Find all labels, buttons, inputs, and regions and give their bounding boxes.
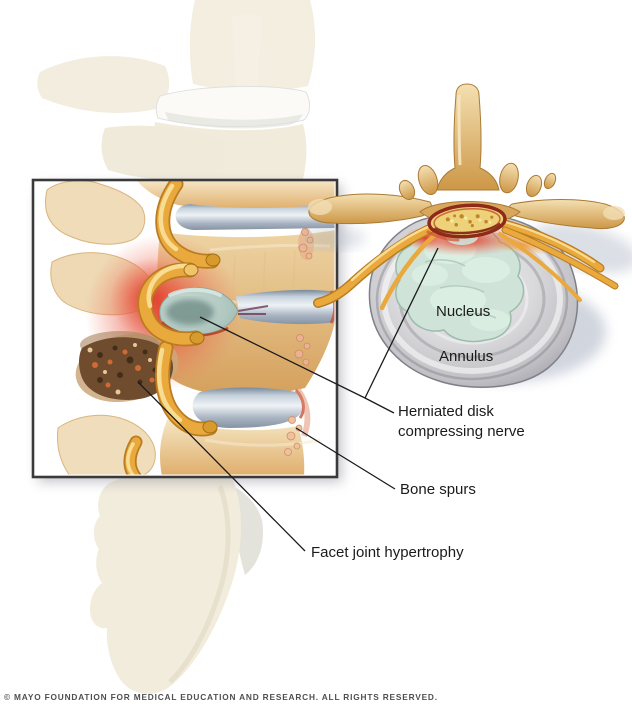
nerve-root-bottom (123, 435, 143, 475)
articular-process-left (417, 164, 439, 196)
disk-top (175, 203, 335, 230)
articular-process-right (499, 162, 519, 194)
herniated-disk-label: Herniated disk compressing nerve (398, 403, 525, 440)
inset-detail-box (31, 178, 342, 482)
facet-hypertrophy-patch (75, 331, 179, 403)
spinous-process (436, 83, 500, 191)
transverse-process-right (508, 199, 625, 230)
cauda-equina-dots (445, 214, 494, 228)
leader-line-facet-joint (137, 381, 306, 552)
spinous-process-top (45, 180, 146, 245)
leader-line-nucleus-to-junction (364, 247, 439, 399)
copyright-notice: © MAYO FOUNDATION FOR MEDICAL EDUCATION … (4, 692, 438, 702)
annulus-label: Annulus (439, 348, 494, 365)
compressed-nerve-hook (137, 262, 205, 347)
bone-spurs-label: Bone spurs (400, 481, 476, 498)
nerve-root-top (155, 180, 221, 269)
background-spine (37, 0, 316, 694)
leader-lines (137, 247, 439, 552)
axial-vertebra-view (305, 83, 632, 389)
leader-line-bone-spurs (295, 427, 396, 490)
transverse-process-left (308, 193, 433, 225)
disk-bottom (192, 387, 304, 428)
facet-joint-label: Facet joint hypertrophy (311, 544, 464, 561)
inset-spine-illustration (45, 180, 335, 475)
disk-herniated-level (236, 289, 335, 325)
vertebral-body-top (136, 180, 335, 210)
nerve-root-lower (155, 340, 218, 437)
nucleus-label: Nucleus (436, 303, 491, 320)
axial-nerve-roots (313, 219, 619, 311)
inset-box-frame (31, 178, 339, 479)
spinal-canal (427, 203, 507, 239)
bone-spur-bumps (284, 228, 314, 456)
